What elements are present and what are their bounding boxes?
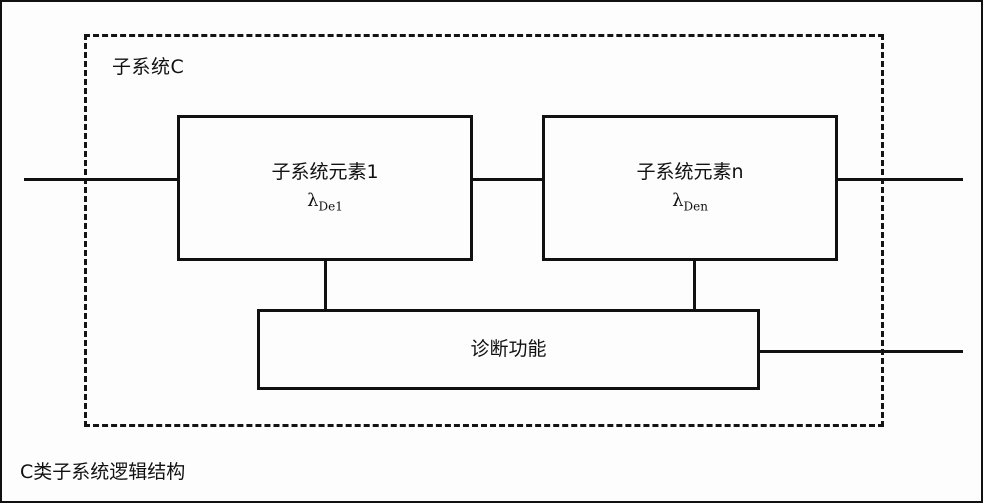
node-element-n-rate-subscript: Den <box>683 199 708 214</box>
diagnostic-output-connector-line <box>758 350 963 353</box>
node-element-n: 子系统元素n λDen <box>542 115 838 261</box>
node-element-1-title: 子系统元素1 <box>271 161 379 184</box>
element-1-to-diagnostic-connector-line <box>324 258 327 311</box>
node-element-n-rate: λDen <box>672 190 708 214</box>
node-diagnostic: 诊断功能 <box>257 309 760 390</box>
input-connector-line <box>24 178 179 181</box>
figure-caption: C类子系统逻辑结构 <box>20 461 186 483</box>
node-element-1-rate-symbol: λ <box>307 190 319 212</box>
output-connector-line <box>835 178 963 181</box>
element-n-to-diagnostic-connector-line <box>693 258 696 311</box>
node-element-1-rate-subscript: De1 <box>318 199 343 214</box>
node-element-1: 子系统元素1 λDe1 <box>177 115 473 261</box>
element-to-element-connector-line <box>470 178 544 181</box>
node-element-1-rate: λDe1 <box>307 190 343 214</box>
subsystem-boundary-label: 子系统C <box>112 56 185 78</box>
node-element-n-title: 子系统元素n <box>636 161 744 184</box>
subsystem-boundary <box>84 34 884 427</box>
node-diagnostic-title: 诊断功能 <box>470 337 547 360</box>
node-element-n-rate-symbol: λ <box>672 190 684 212</box>
